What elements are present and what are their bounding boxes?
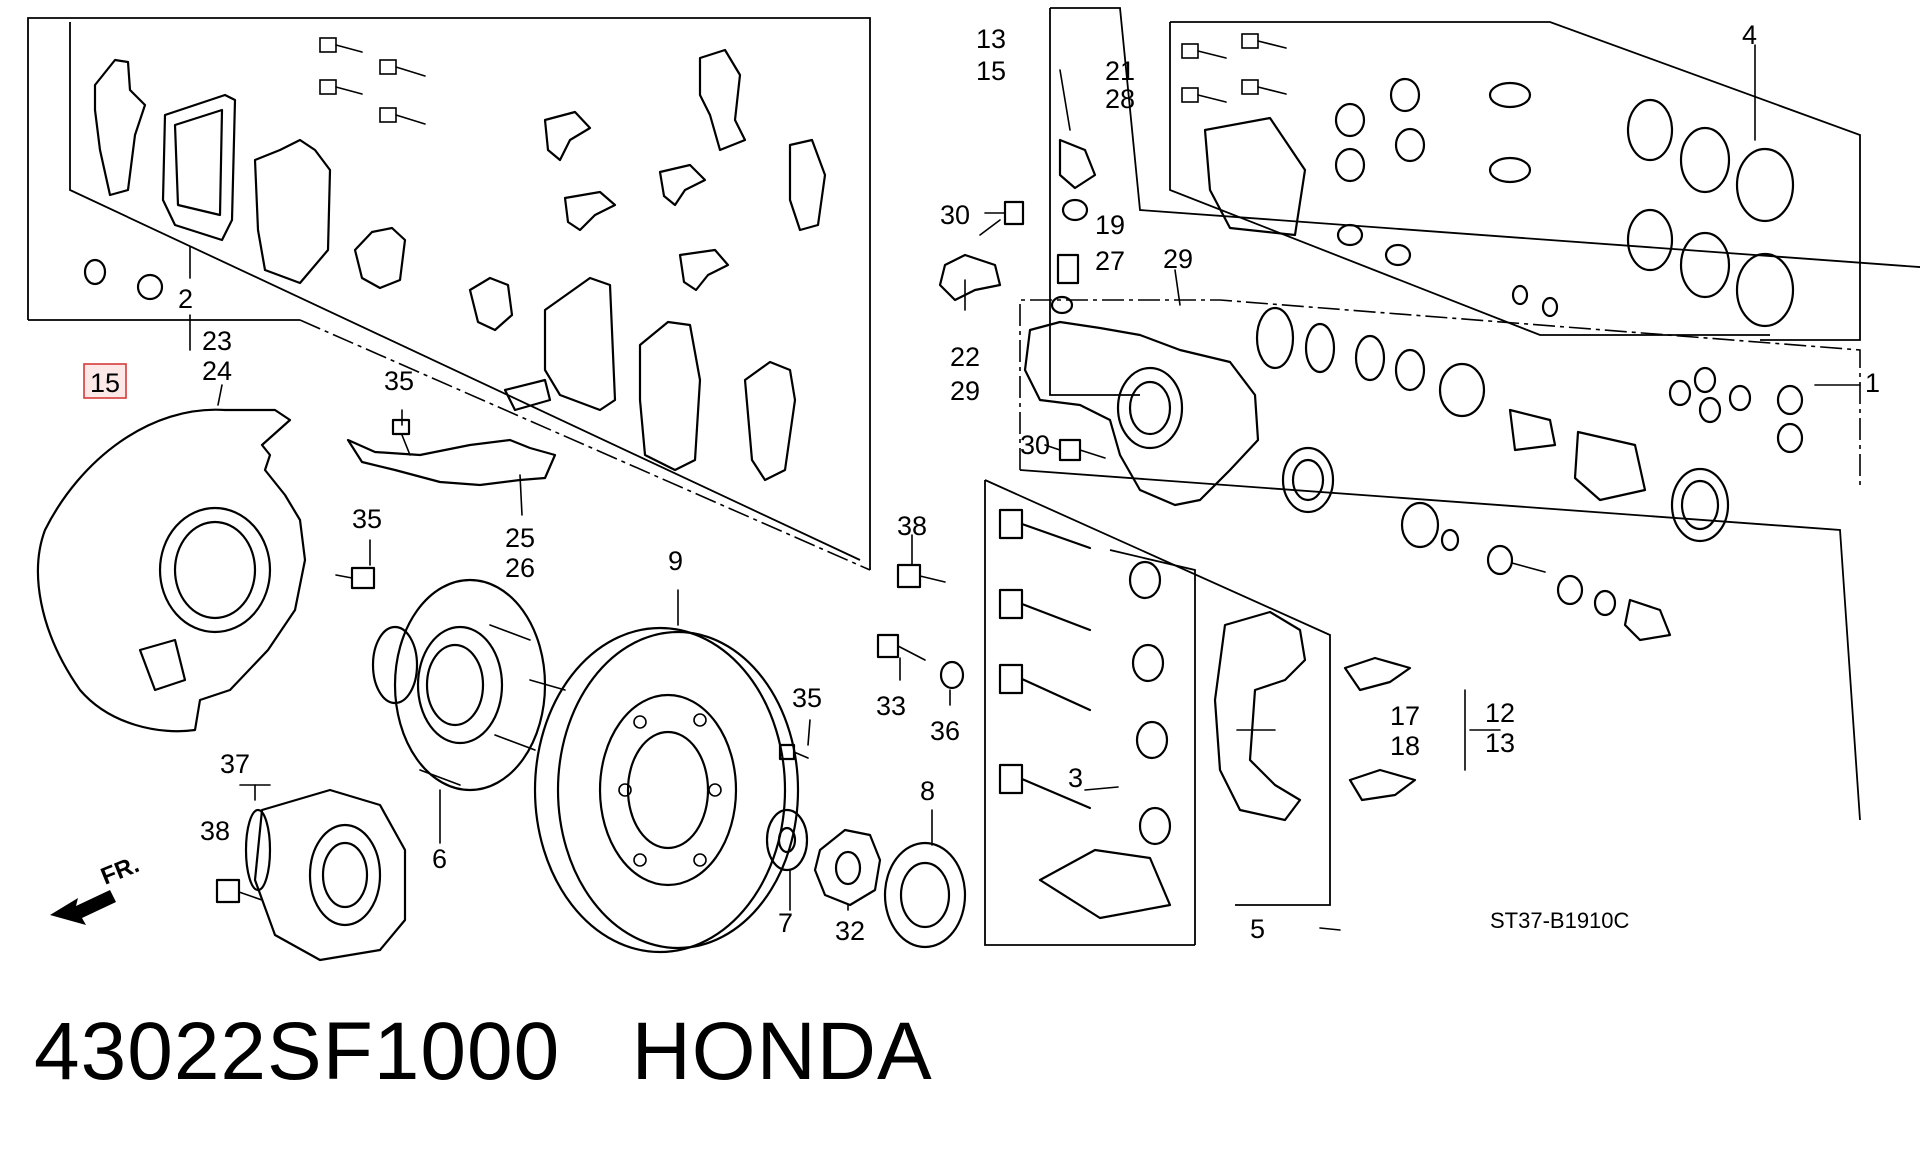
leader-lines (189, 44, 1861, 931)
callout-labels: 4 1 13 15 21 28 30 19 27 29 22 29 30 2 1… (90, 20, 1880, 946)
callout-22: 23 (202, 326, 232, 356)
callout-1: 1 (1865, 368, 1880, 398)
small-hardware-drawing (765, 563, 967, 949)
caliper-body-drawing (938, 138, 1307, 822)
callout-28: 29 (950, 376, 980, 406)
callout-16: 15 (976, 56, 1006, 86)
callout-6: 6 (432, 844, 447, 874)
callout-31: 32 (835, 916, 865, 946)
frame-caliper-seal-kit (1019, 7, 1920, 821)
bracket-kit-drawing (998, 508, 1417, 920)
callout-32: 33 (876, 691, 906, 721)
kit-1-seals-drawing (1668, 366, 1804, 454)
callout-29: 29 (1163, 244, 1193, 274)
callout-2: 2 (178, 284, 193, 314)
hub-flange-drawing (371, 578, 566, 792)
callout-14: 13 (976, 24, 1006, 54)
callout-5: 5 (1250, 914, 1265, 944)
caliper-internals-drawing (1255, 306, 1730, 642)
callout-27: 28 (1105, 84, 1135, 114)
callout-23: 24 (202, 356, 232, 386)
callout-18: 18 (1390, 731, 1420, 761)
callout-38: 38 (200, 816, 230, 846)
callout-26: 27 (1095, 246, 1125, 276)
callout-33-top: 35 (384, 366, 414, 396)
callout-8: 8 (920, 776, 935, 806)
brand-name: HONDA (631, 1006, 933, 1097)
part-number: 43022SF1000 (34, 1006, 561, 1097)
callout-20: 21 (1105, 56, 1135, 86)
front-direction-label: FR. (97, 851, 143, 891)
cover-plate-drawing (335, 418, 557, 590)
callout-33-mid: 35 (352, 504, 382, 534)
callout-35: 36 (930, 716, 960, 746)
callout-24: 25 (505, 523, 535, 553)
drawing-code: ST37-B1910C (1490, 908, 1630, 933)
part-caption: 43022SF1000 HONDA (34, 1005, 933, 1099)
seal-kit-drawing (1181, 33, 1795, 328)
backing-plate-drawing (36, 408, 307, 733)
callout-9: 9 (668, 546, 683, 576)
callout-13: 13 (1485, 728, 1515, 758)
callout-12: 12 (1485, 698, 1515, 728)
callout-30-mid: 30 (1020, 430, 1050, 460)
callout-36: 37 (220, 749, 250, 779)
callout-15: 15 (90, 368, 120, 398)
callout-34: 35 (792, 683, 822, 713)
callout-3: 3 (1068, 763, 1083, 793)
callout-4: 4 (1742, 20, 1757, 50)
callout-17: 17 (1390, 701, 1420, 731)
callout-19: 19 (1095, 210, 1125, 240)
brake-pad-set-drawing (83, 37, 827, 482)
callout-37: 38 (897, 511, 927, 541)
highlighted-callout-box (83, 363, 127, 399)
callout-30-top: 30 (940, 200, 970, 230)
front-direction-marker: FR. (50, 851, 143, 925)
callout-25: 26 (505, 553, 535, 583)
frame-brake-pad-set (27, 17, 871, 571)
hub-bearing-drawing (215, 788, 407, 962)
callout-21: 22 (950, 342, 980, 372)
brake-disc-drawing (533, 626, 800, 954)
callout-7: 7 (778, 908, 793, 938)
frame-caliper-bracket-kit (984, 479, 1331, 946)
